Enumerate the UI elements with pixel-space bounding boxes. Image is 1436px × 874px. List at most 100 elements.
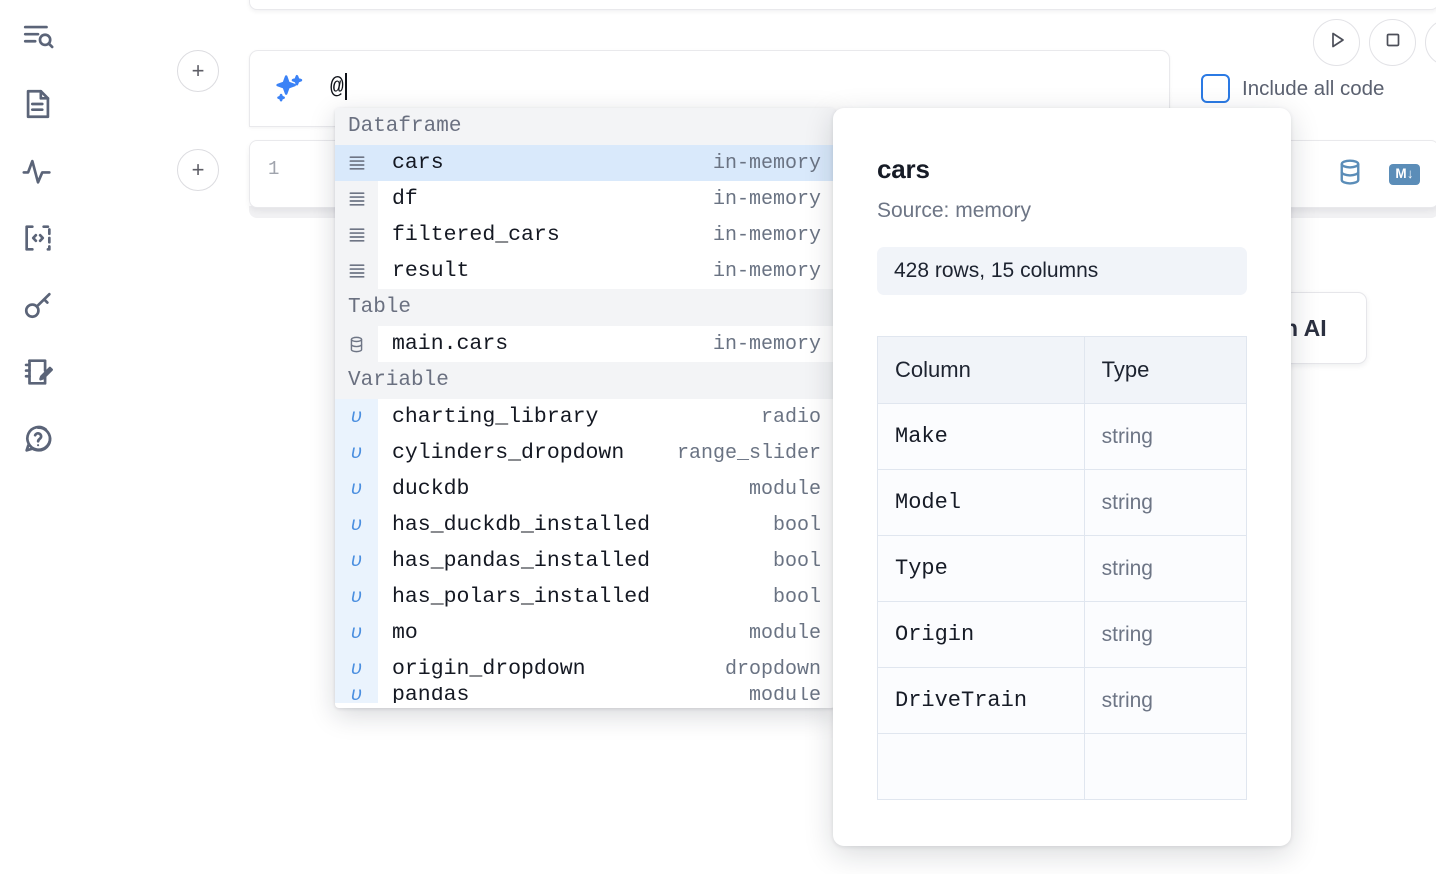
database-icon[interactable] [1335, 157, 1365, 192]
autocomplete-item-name: mo [392, 621, 418, 645]
schema-column-name: Model [877, 469, 1085, 536]
autocomplete-item[interactable]: υ origin_dropdown dropdown [335, 651, 835, 687]
variable-icon: υ [335, 399, 378, 435]
schema-column-name: Type [877, 535, 1085, 602]
schema-column-type: string [1083, 667, 1247, 734]
schema-column-type: string [1083, 469, 1247, 536]
dataframe-info-panel: cars Source: memory 428 rows, 15 columns… [833, 108, 1291, 846]
info-panel-title: cars [877, 154, 930, 184]
add-cell-button-top[interactable]: + [177, 50, 219, 92]
autocomplete-item-meta: range_slider [676, 441, 821, 465]
autocomplete-item-name: df [392, 187, 418, 211]
include-all-code-checkbox[interactable] [1201, 74, 1230, 103]
ai-prompt-input[interactable]: @ [330, 73, 347, 100]
schema-column-type: string [1083, 403, 1247, 470]
autocomplete-item[interactable]: df in-memory [335, 181, 835, 217]
run-controls [1313, 19, 1436, 66]
schema-column-header: Column [877, 336, 1085, 404]
schema-type-header: Type [1083, 336, 1247, 404]
autocomplete-item-meta: in-memory [712, 151, 821, 175]
left-icon-rail [0, 0, 76, 874]
schema-column-name: DriveTrain [877, 667, 1085, 734]
autocomplete-item-meta: module [748, 621, 821, 645]
sidebar-item-help[interactable] [15, 416, 61, 462]
autocomplete-item-meta: bool [772, 513, 821, 537]
schema-table-row-partial [877, 733, 1247, 800]
autocomplete-group-header: Table [335, 289, 835, 326]
schema-column-name: Origin [877, 601, 1085, 668]
play-icon [1325, 28, 1349, 57]
autocomplete-item[interactable]: cars in-memory [335, 145, 835, 181]
autocomplete-item-name: has_pandas_installed [392, 549, 651, 573]
markdown-badge[interactable]: M↓ [1389, 164, 1420, 185]
autocomplete-group-header: Dataframe [335, 108, 835, 145]
info-panel-shape: 428 rows, 15 columns [877, 247, 1247, 295]
autocomplete-item[interactable]: υ charting_library radio [335, 399, 835, 435]
autocomplete-item[interactable]: υ has_pandas_installed bool [335, 543, 835, 579]
autocomplete-item-meta: in-memory [712, 332, 821, 356]
autocomplete-item-name: filtered_cars [392, 223, 560, 247]
include-all-code-row[interactable]: Include all code [1201, 74, 1384, 103]
add-cell-button-bottom[interactable]: + [177, 149, 219, 191]
autocomplete-item-meta: radio [760, 405, 821, 429]
dataframe-icon [335, 145, 378, 181]
autocomplete-item-name: has_duckdb_installed [392, 513, 651, 537]
variable-icon: υ [335, 651, 378, 687]
table-db-icon [335, 326, 378, 362]
autocomplete-item-meta: bool [772, 585, 821, 609]
plus-icon: + [191, 58, 205, 83]
file-search-icon [21, 20, 55, 54]
schema-column-name [877, 733, 1085, 800]
sidebar-item-secrets[interactable] [15, 282, 61, 328]
autocomplete-item-name: has_polars_installed [392, 585, 651, 609]
sidebar-item-outline[interactable] [15, 81, 61, 127]
notebook-edit-icon [21, 355, 55, 389]
more-actions-button[interactable] [1425, 19, 1436, 66]
autocomplete-item-name: duckdb [392, 477, 470, 501]
autocomplete-item-name: charting_library [392, 405, 599, 429]
sidebar-item-variables[interactable] [15, 148, 61, 194]
sidebar-item-snippets[interactable] [15, 215, 61, 261]
autocomplete-item-name: cars [392, 151, 444, 175]
stop-cell-button[interactable] [1369, 19, 1416, 66]
sidebar-item-scratchpad[interactable] [15, 349, 61, 395]
autocomplete-item-name: origin_dropdown [392, 657, 586, 681]
schema-table-header-row: Column Type [877, 336, 1247, 404]
cell-action-icons: M↓ [1335, 157, 1420, 192]
line-number: 1 [268, 158, 280, 180]
schema-column-type: string [1083, 601, 1247, 668]
activity-pulse-icon [21, 154, 55, 188]
dataframe-icon [335, 181, 378, 217]
autocomplete-item-meta: module [748, 477, 821, 501]
dataframe-icon [335, 253, 378, 289]
variable-icon: υ [335, 435, 378, 471]
run-cell-button[interactable] [1313, 19, 1360, 66]
variable-icon: υ [335, 543, 378, 579]
sidebar-item-explorer[interactable] [15, 14, 61, 60]
variable-icon: υ [335, 687, 378, 703]
autocomplete-item[interactable]: filtered_cars in-memory [335, 217, 835, 253]
autocomplete-item-meta: in-memory [712, 223, 821, 247]
autocomplete-item-meta: bool [772, 549, 821, 573]
include-all-code-label: Include all code [1242, 76, 1385, 100]
autocomplete-item[interactable]: υ has_duckdb_installed bool [335, 507, 835, 543]
previous-cell[interactable] [249, 0, 1436, 10]
autocomplete-item-meta: in-memory [712, 187, 821, 211]
autocomplete-group-header: Variable [335, 362, 835, 399]
autocomplete-item-meta: module [748, 687, 821, 703]
variable-icon: υ [335, 507, 378, 543]
autocomplete-item-meta: dropdown [724, 657, 821, 681]
